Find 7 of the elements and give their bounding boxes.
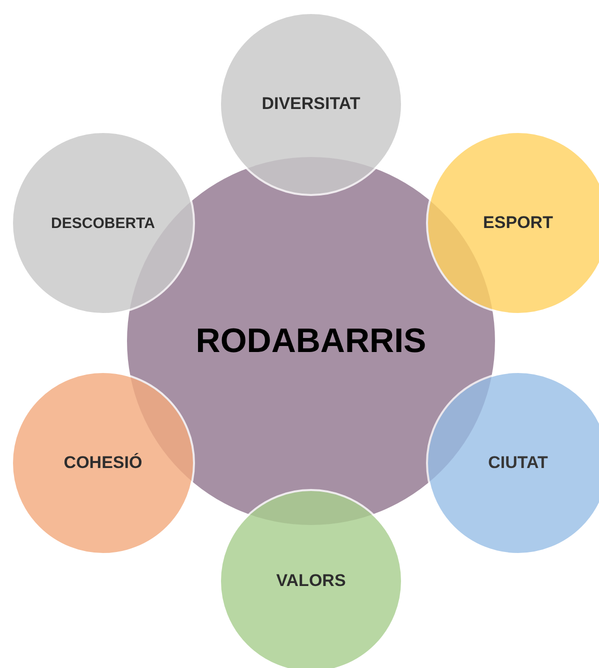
circle-label: COHESIÓ (64, 453, 142, 473)
circle-label: DESCOBERTA (51, 214, 155, 232)
circle-label: VALORS (276, 571, 346, 591)
circle-label: RODABARRIS (196, 322, 426, 360)
circle-label: DIVERSITAT (262, 94, 360, 114)
circle-label: CIUTAT (488, 453, 548, 473)
circle-label: ESPORT (483, 213, 553, 233)
